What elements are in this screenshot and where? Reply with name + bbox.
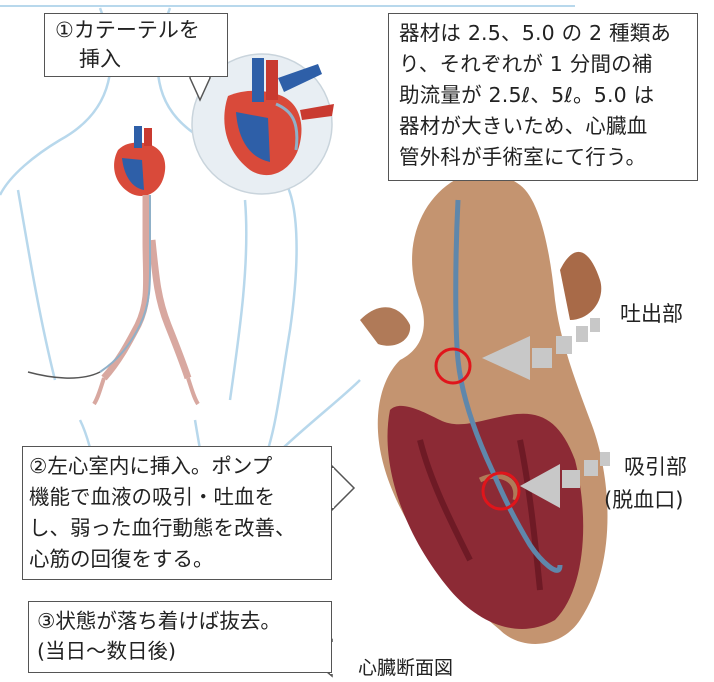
equipment-line3: 助流量が 2.5ℓ、5ℓ。5.0 は: [399, 80, 697, 111]
equipment-line2: り、それぞれが 1 分間の補: [399, 49, 697, 80]
equipment-info-box: 器材は 2.5、5.0 の 2 種類あ り、それぞれが 1 分間の補 助流量が …: [388, 13, 698, 181]
torso-heart-icon: [114, 126, 165, 196]
step2-callout-tail: [332, 466, 354, 510]
step2-line4: 心筋の回復をする。: [29, 544, 331, 575]
step1-line1: ①カテーテルを: [55, 16, 227, 45]
step2-line3: し、弱った血行動態を改善、: [29, 513, 331, 544]
heart-cross-section: [360, 173, 608, 644]
outlet-label: 吐出部: [620, 300, 683, 329]
equipment-line4: 器材が大きいため、心臓血: [399, 111, 697, 142]
step2-callout: ②左心室内に挿入。ポンプ 機能で血液の吸引・吐血を し、弱った血行動態を改善、 …: [22, 446, 332, 580]
equipment-line5: 管外科が手術室にて行う。: [399, 142, 697, 173]
figure-caption: 心臓断面図: [358, 656, 453, 680]
step1-line2: 挿入: [55, 45, 227, 74]
step3-line1: ③状態が落ち着けば抜去。: [37, 606, 331, 636]
inlet-sublabel: (脱血口): [604, 486, 683, 515]
step1-callout: ①カテーテルを 挿入: [44, 13, 228, 77]
equipment-line1: 器材は 2.5、5.0 の 2 種類あ: [399, 18, 697, 49]
step3-callout: ③状態が落ち着けば抜去。 (当日〜数日後): [28, 601, 332, 673]
step2-line1: ②左心室内に挿入。ポンプ: [29, 451, 331, 482]
step2-line2: 機能で血液の吸引・吐血を: [29, 482, 331, 513]
inlet-label: 吸引部: [624, 453, 687, 482]
step3-line2: (当日〜数日後): [37, 636, 331, 666]
